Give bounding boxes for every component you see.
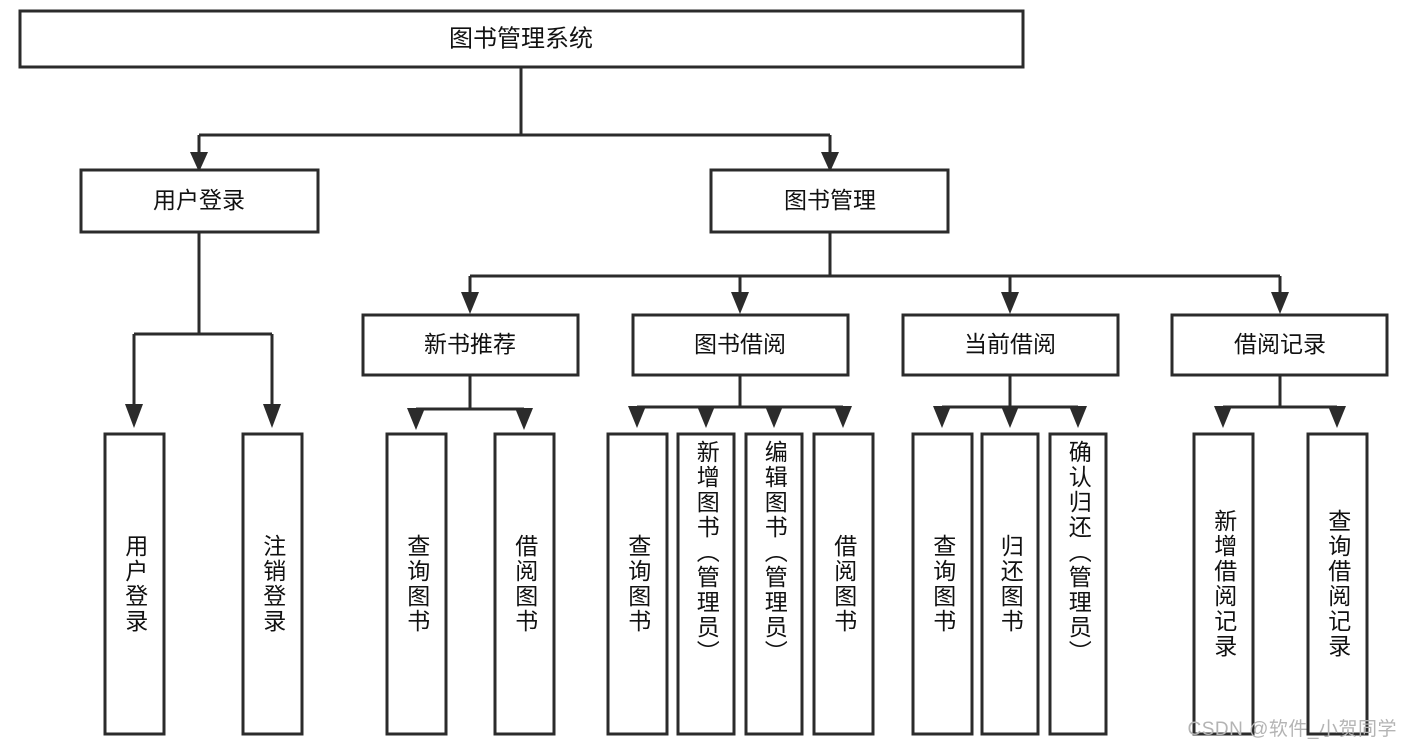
arrow-leaf-query-book-1 (407, 408, 425, 430)
node-leaf-query-book-3[interactable] (911, 432, 974, 736)
arrow-leaf-query-book-2 (628, 406, 646, 428)
arrow-borrow-record (1271, 292, 1289, 314)
arrow-new-book-rec (461, 292, 479, 314)
arrow-leaf-user-login (125, 404, 143, 428)
node-leaf-add-record[interactable] (1192, 432, 1255, 736)
arrow-leaf-query-record (1328, 406, 1346, 428)
node-new-book-rec[interactable] (361, 313, 580, 377)
node-leaf-user-login[interactable] (103, 432, 166, 736)
arrow-leaf-add-record (1214, 406, 1232, 428)
node-leaf-query-book-1[interactable] (385, 432, 448, 736)
node-book-borrow[interactable] (631, 313, 850, 377)
node-borrow-record[interactable] (1170, 313, 1389, 377)
arrow-leaf-borrow-book-2 (834, 406, 852, 428)
node-book-borrow-label: 图书借阅 (694, 331, 786, 357)
node-leaf-borrow-book-2[interactable] (812, 432, 875, 736)
node-leaf-logout-login[interactable] (241, 432, 304, 736)
node-book-manage[interactable] (709, 168, 950, 234)
arrow-leaf-add-book (697, 406, 715, 428)
node-user-login[interactable] (79, 168, 320, 234)
node-current-borrow[interactable] (901, 313, 1120, 377)
arrow-leaf-confirm-return (1069, 406, 1087, 428)
node-root[interactable] (18, 9, 1025, 69)
node-book-manage-label: 图书管理 (784, 187, 876, 213)
node-leaf-return-book[interactable] (980, 432, 1040, 736)
arrow-book-borrow (731, 292, 749, 314)
node-user-login-label: 用户登录 (153, 187, 245, 213)
arrow-leaf-borrow-book-1 (515, 408, 533, 430)
arrow-user-login (190, 152, 208, 172)
node-leaf-edit-book[interactable] (744, 432, 804, 736)
node-current-borrow-label: 当前借阅 (964, 331, 1056, 357)
node-root-label: 图书管理系统 (449, 25, 593, 52)
arrow-book-manage (821, 152, 839, 172)
node-borrow-record-label: 借阅记录 (1234, 331, 1326, 357)
node-leaf-borrow-book-1[interactable] (493, 432, 556, 736)
arrow-leaf-edit-book (765, 406, 783, 428)
node-leaf-query-book-2[interactable] (606, 432, 669, 736)
node-new-book-rec-label: 新书推荐 (424, 331, 516, 357)
watermark: CSDN @软件_小贺同学 (1187, 719, 1397, 740)
arrow-leaf-query-book-3 (933, 406, 951, 428)
arrow-leaf-return-book (1001, 406, 1019, 428)
arrow-current-borrow (1001, 292, 1019, 314)
node-leaf-query-record[interactable] (1306, 432, 1369, 736)
arrow-leaf-logout-login (263, 404, 281, 428)
node-leaf-confirm-return[interactable] (1048, 432, 1108, 736)
node-leaf-add-book[interactable] (676, 432, 736, 736)
